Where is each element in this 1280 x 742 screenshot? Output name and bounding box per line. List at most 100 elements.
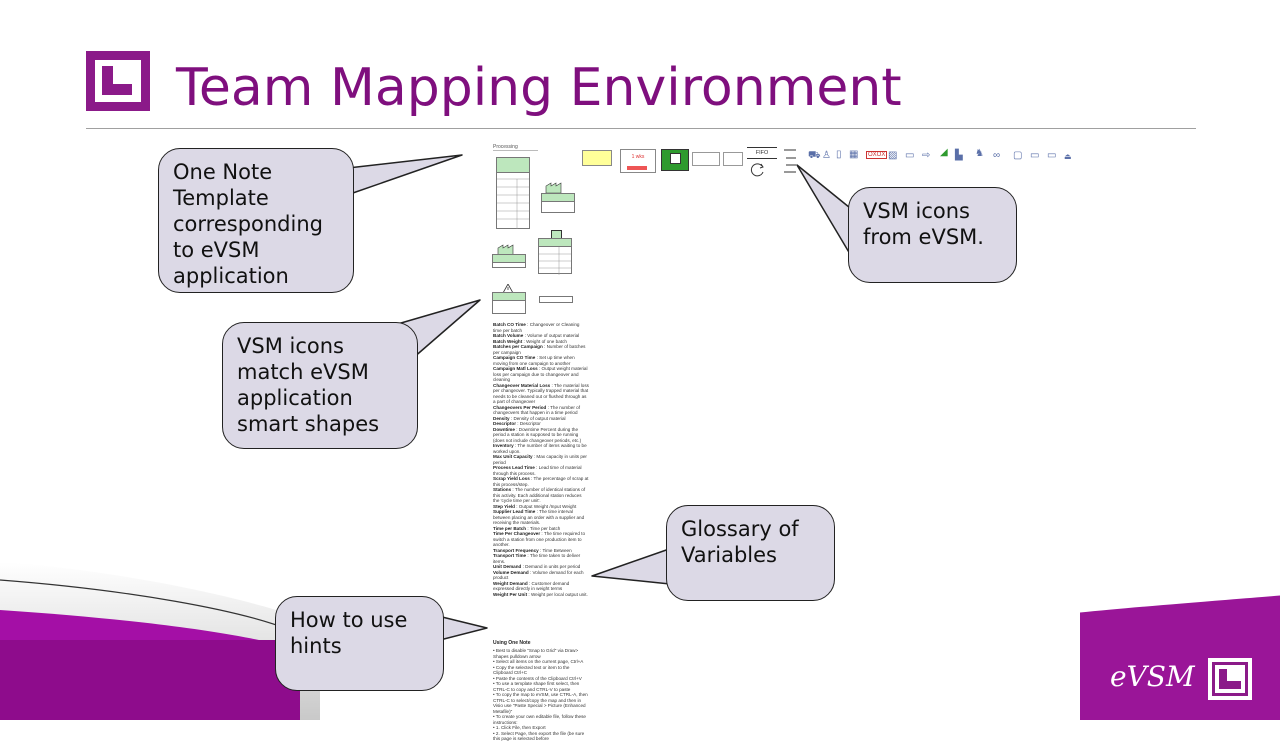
glossary-item: Downtime : Downtime Percent during the p… [493, 427, 589, 444]
data-field-shape [539, 296, 573, 303]
glossary-term: Transport Frequency [493, 547, 539, 553]
customer-box-shape [492, 254, 526, 268]
glossary-item: Batch CO Time : Changeover or Cleaning t… [493, 322, 589, 333]
inventory-box-shape [492, 292, 526, 314]
supplier-box-shape [541, 193, 575, 213]
glossary-item: Campaign Matl Loss : Output weight mater… [493, 366, 589, 383]
callout-hints: How to use hints [275, 596, 444, 691]
customer-shape-icon: 1 wks [620, 149, 656, 173]
factory-icon [545, 182, 562, 194]
glossary-desc: : Density of output material [509, 415, 566, 421]
glossary-desc: : Volume demand for each product [493, 569, 584, 581]
container-icon: ▭ [1030, 150, 1040, 161]
hint-item: • Copy the selected text or item to the … [493, 664, 570, 676]
refresh-icon [750, 163, 764, 177]
template-heading: Processing [493, 144, 518, 150]
hint-item: • To use a template shape first select, … [493, 681, 580, 692]
factory-icon-2 [497, 244, 514, 256]
glossary-term: Descriptor [493, 421, 516, 426]
glossary-term: Batch Volume [493, 333, 524, 338]
stack-icon [784, 149, 796, 173]
glossary-item: Time per Batch : Time per batch [493, 526, 589, 532]
glossary-term: Changeover Material Loss [493, 382, 551, 388]
data-table-icon [692, 152, 720, 166]
callout-glossary: Glossary of Variables [666, 505, 835, 601]
callout-vsm-icons-from-evsm: VSM icons from eVSM. [848, 187, 1017, 283]
glossary-desc: : Demand in units per period [521, 564, 581, 569]
glossary-term: Unit Demand [493, 564, 522, 569]
glossary-item: Unit Demand : Demand in units per period [493, 564, 589, 570]
supermarket-icon [661, 149, 689, 171]
glossary-desc: : Customer demand expressed directly in … [493, 580, 570, 592]
glossary-item: Stations : The number of identical stati… [493, 487, 589, 504]
glossary-item: Weight Per Unit : Weight per local outpu… [493, 592, 589, 598]
glossary-desc: : Weight per local output unit. [527, 591, 588, 597]
glossary-item: Step Yield : Output Weight /Input Weight [493, 504, 589, 510]
glossary-desc: : Volume of output material [523, 333, 580, 338]
glossary-desc: : The number of identical stations of th… [493, 487, 586, 503]
glossary-desc: : Downtime Percent during the period a s… [493, 426, 582, 443]
hint-item: • To copy the map to eVSM, use CTRL-A, t… [493, 692, 588, 714]
rail-icon: ▢ [1013, 150, 1023, 161]
ship-icon: ⏏ [1064, 152, 1072, 161]
callout-pointers [347, 154, 861, 641]
glossary-item: Inventory : The number of items waiting … [493, 443, 589, 454]
glossary-term: Volume Demand [493, 569, 529, 575]
bottle-icon: ▯ [836, 149, 842, 160]
callout-onenote-template: One Note Template corresponding to eVSM … [158, 148, 354, 293]
glossary-desc: : Changeover or Cleaning time per batch [493, 322, 580, 333]
glossary-desc: : Time Between [538, 547, 572, 553]
glossary-item: Batch Volume : Volume of output material [493, 333, 589, 339]
onenote-template-panel [488, 140, 592, 720]
glossary-term: Scrap Yield Loss [493, 476, 530, 481]
oxox-icon: OXOX [866, 151, 888, 159]
glossary-term: Transport Time [493, 553, 527, 558]
hint-item: • 2. Select Page, then export the file (… [493, 730, 585, 742]
title-divider [86, 128, 1196, 129]
glossary-term: Process Lead Time [493, 465, 535, 470]
glossary-item: Time Per Changeover : The time required … [493, 531, 589, 548]
shipment-icon: ▭ [905, 150, 915, 161]
glossary-term: Supplier Lead Time [493, 509, 536, 514]
warning-icon [503, 284, 513, 293]
glossary-desc: : The number of changeovers that happen … [493, 404, 580, 416]
cycle-time-label: 1 wks [631, 154, 645, 160]
glossary-desc: : Output weight material loss per campai… [493, 366, 588, 382]
page-title: Team Mapping Environment [176, 58, 902, 118]
glossary-desc: : Max capacity in units per period [493, 454, 587, 465]
hints-heading: Using One Note [493, 640, 531, 646]
glossary-term: Batch CO Time [493, 322, 526, 327]
glossary-term: Weight Per Unit [493, 591, 528, 597]
glossary-item: Batches per Campaign : Number of batches… [493, 344, 589, 355]
forklift-icon: ▙ [955, 150, 963, 161]
glossary-item: Changeover Material Loss : The material … [493, 383, 589, 405]
footer-swoosh [0, 562, 1280, 720]
glossary-item: Process Lead Time : Lead time of materia… [493, 465, 589, 476]
fifo-underline [747, 158, 777, 159]
template-heading-line [493, 150, 538, 151]
glossary-term: Campaign Matl Loss [493, 366, 538, 371]
glossary-term: Batch Weight [493, 338, 523, 344]
glossary-term: Max Unit Capacity [493, 454, 533, 459]
box-icon: ▭ [1047, 150, 1057, 161]
callout-vsm-icons-match: VSM icons match eVSM application smart s… [222, 322, 418, 449]
glossary-term: Stations [493, 487, 512, 492]
glossary-item: Supplier Lead Time : The time interval b… [493, 509, 589, 526]
glossary-desc: : Number of batches per campaign [493, 344, 586, 355]
kaizen-icon: ◢ [940, 147, 948, 158]
brand-logo-icon [1208, 658, 1252, 705]
glossary-item: Density : Density of output material [493, 416, 589, 422]
glossary-term: Changeovers Per Period [493, 404, 547, 410]
glossary-item: Volume Demand : Volume demand for each p… [493, 570, 589, 581]
glossary-desc: : The material loss per changeover. Typi… [493, 382, 589, 405]
glossary-item: Descriptor : Descriptor [493, 421, 589, 427]
glossary-item: Transport Frequency : Time Between [493, 548, 589, 554]
hint-item: • Select all items on the current page, … [493, 659, 584, 664]
glossary-item: Transport Time : The time taken to deliv… [493, 553, 589, 564]
glossary-item: Weight Demand : Customer demand expresse… [493, 581, 589, 592]
brand-name: eVSM [1110, 660, 1195, 693]
person-icon: ♞ [975, 148, 984, 159]
glossary-desc: : Output Weight /Input Weight [514, 503, 577, 509]
glossary-desc: : Weight of one batch [522, 338, 567, 344]
hint-item: • Paste the contents of the Clipboard Ct… [493, 675, 582, 681]
